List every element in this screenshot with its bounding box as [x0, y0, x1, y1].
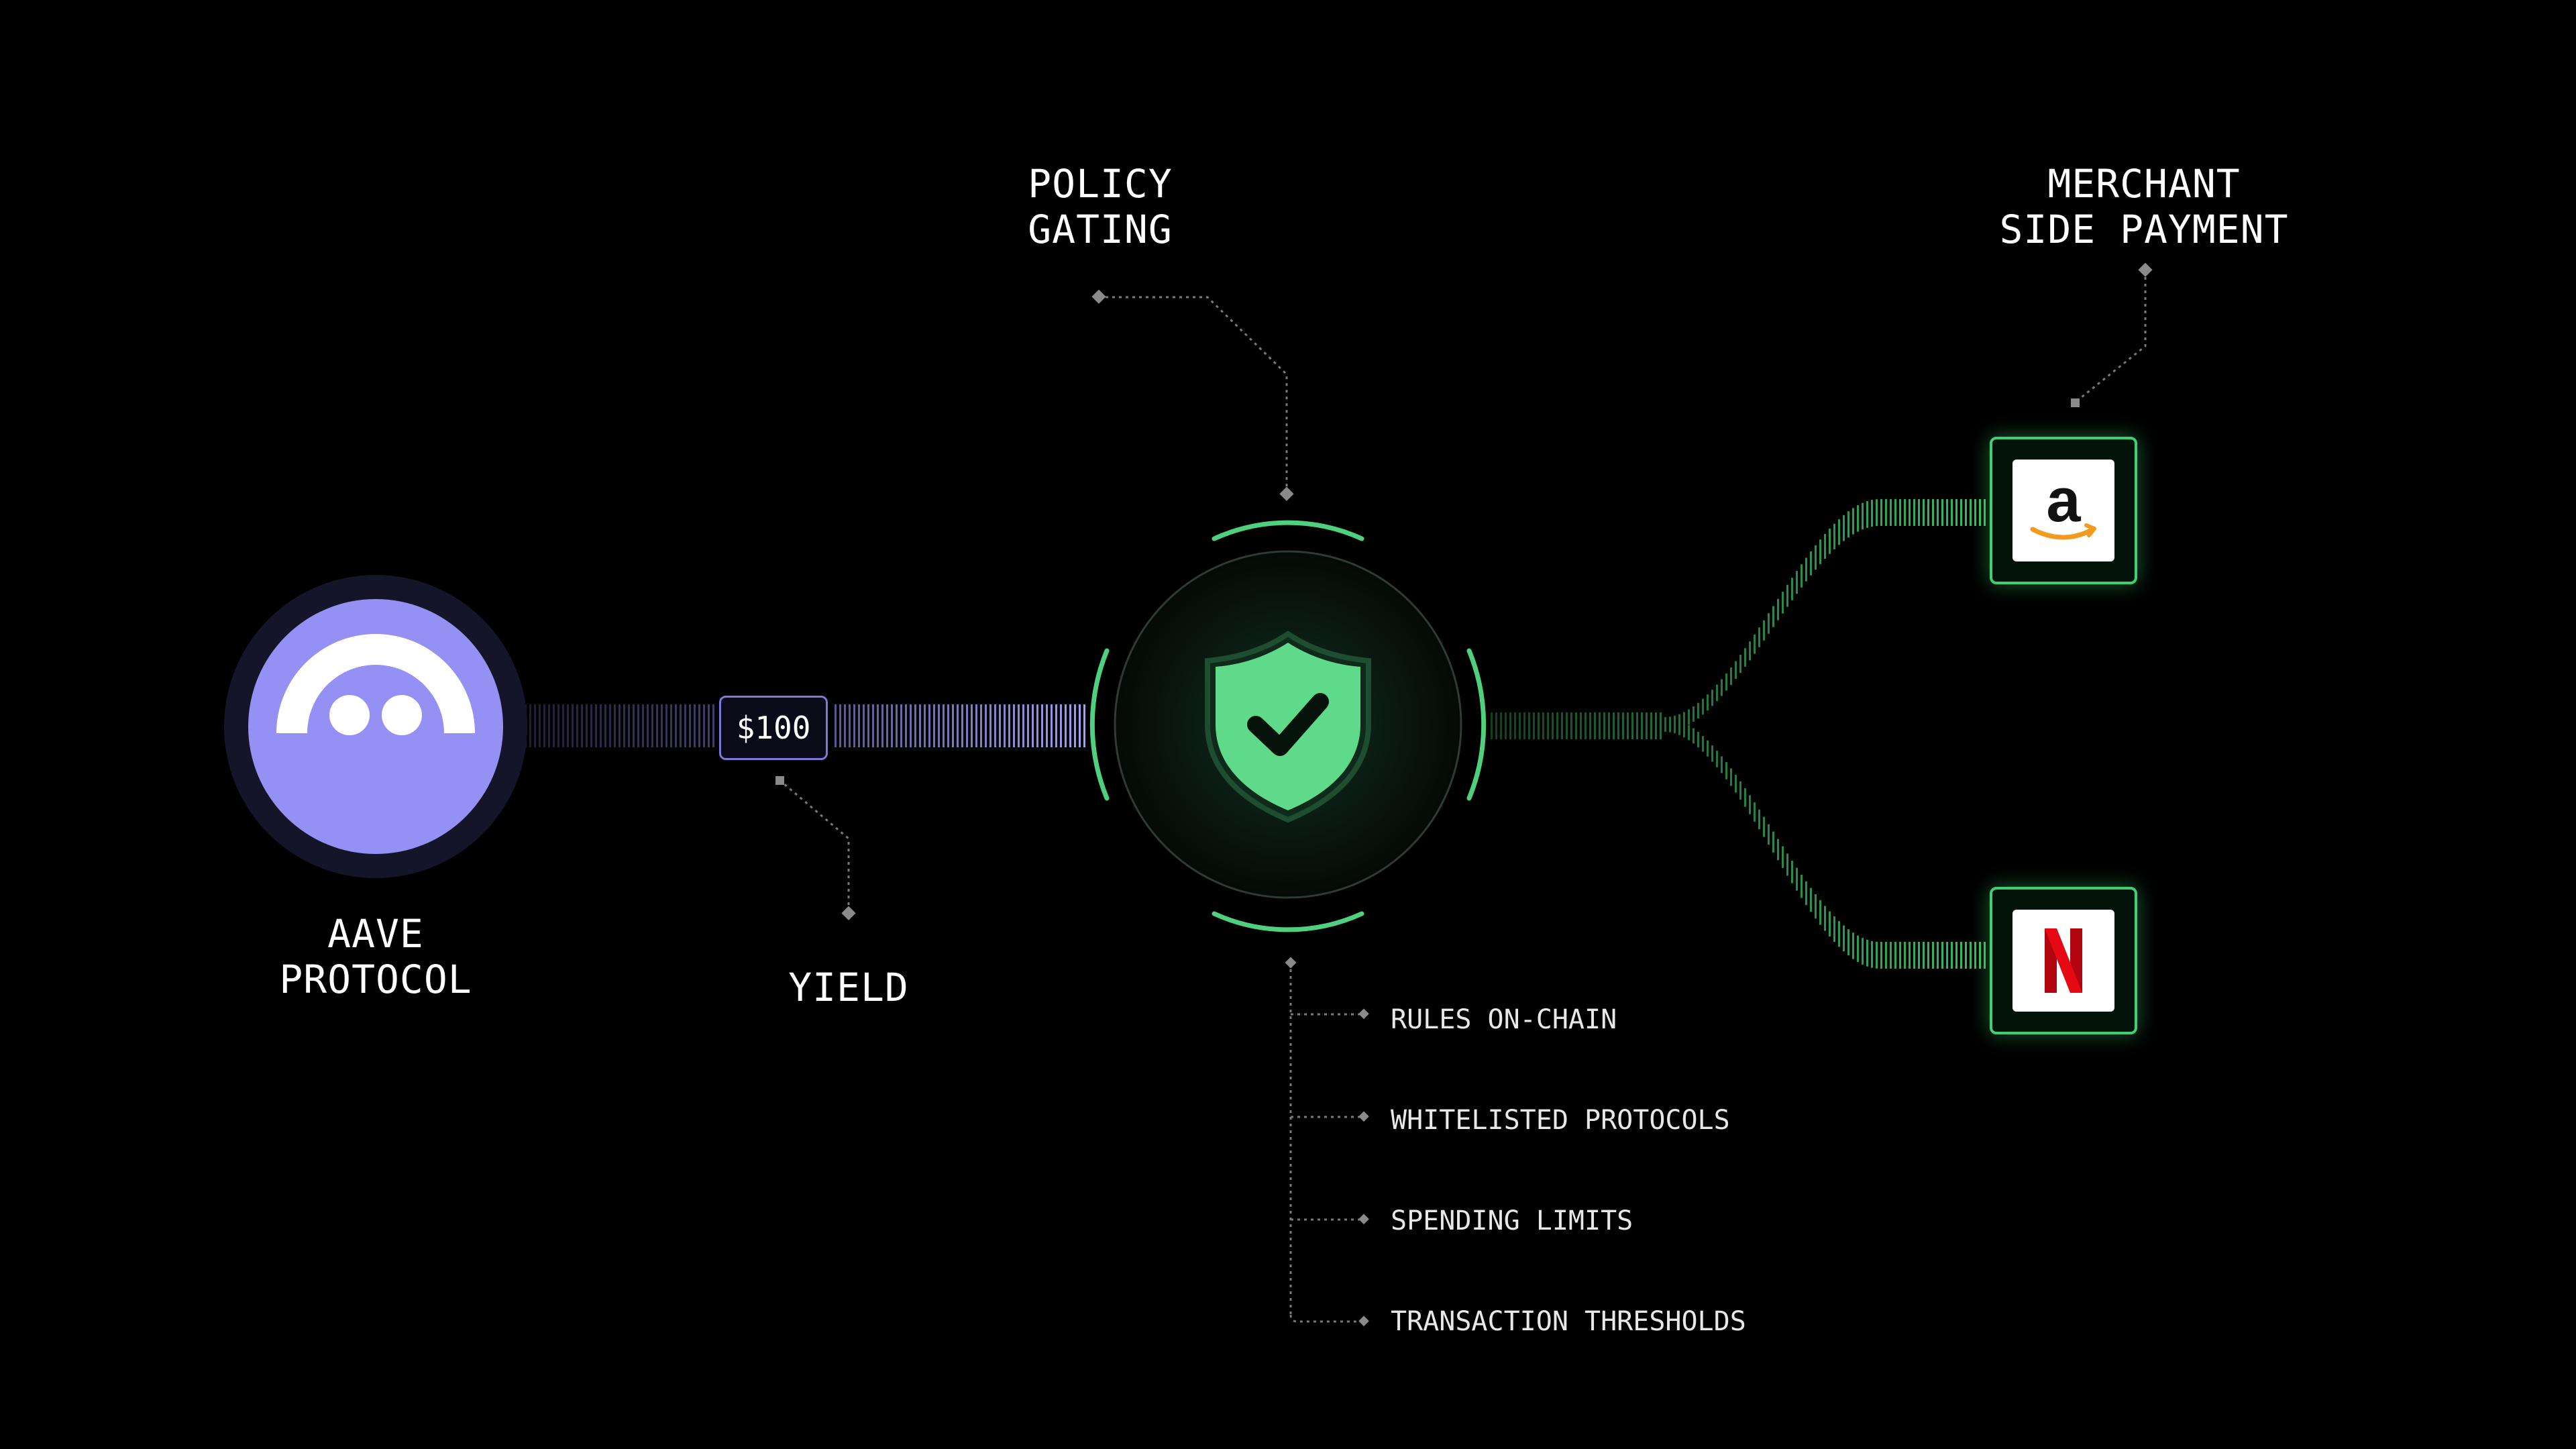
policy-to-merchants-connector [1491, 499, 1986, 969]
svg-text:a: a [2046, 466, 2081, 535]
rule-whitelisted-protocols: WHITELISTED PROTOCOLS [1391, 1105, 1730, 1136]
yield-leader-line [779, 779, 850, 914]
policy-gating-label: POLICY GATING [1028, 161, 1173, 252]
aave-node [224, 575, 527, 878]
merchant-netflix[interactable] [1990, 887, 2137, 1034]
policy-leader-line [1099, 296, 1288, 494]
netflix-logo-icon [2012, 910, 2114, 1012]
merchant-amazon[interactable]: a [1990, 437, 2137, 584]
merchant-side-payment-label: MERCHANT SIDE PAYMENT [1999, 161, 2289, 252]
yield-amount-badge: $100 [719, 696, 828, 760]
rule-spending-limits: SPENDING LIMITS [1391, 1205, 1633, 1236]
amazon-logo-icon: a [2012, 460, 2114, 561]
shield-check-icon [1205, 631, 1371, 823]
aave-to-policy-connector [525, 704, 1085, 747]
policy-gating-node [1089, 520, 1487, 932]
rule-rules-on-chain: RULES ON-CHAIN [1391, 1004, 1617, 1035]
yield-label: YIELD [788, 965, 909, 1010]
aave-ghost-icon [276, 634, 475, 735]
merchant-leader-line [2074, 270, 2147, 404]
rule-transaction-thresholds: TRANSACTION THRESHOLDS [1391, 1306, 1746, 1337]
aave-label: AAVE PROTOCOL [279, 911, 472, 1002]
